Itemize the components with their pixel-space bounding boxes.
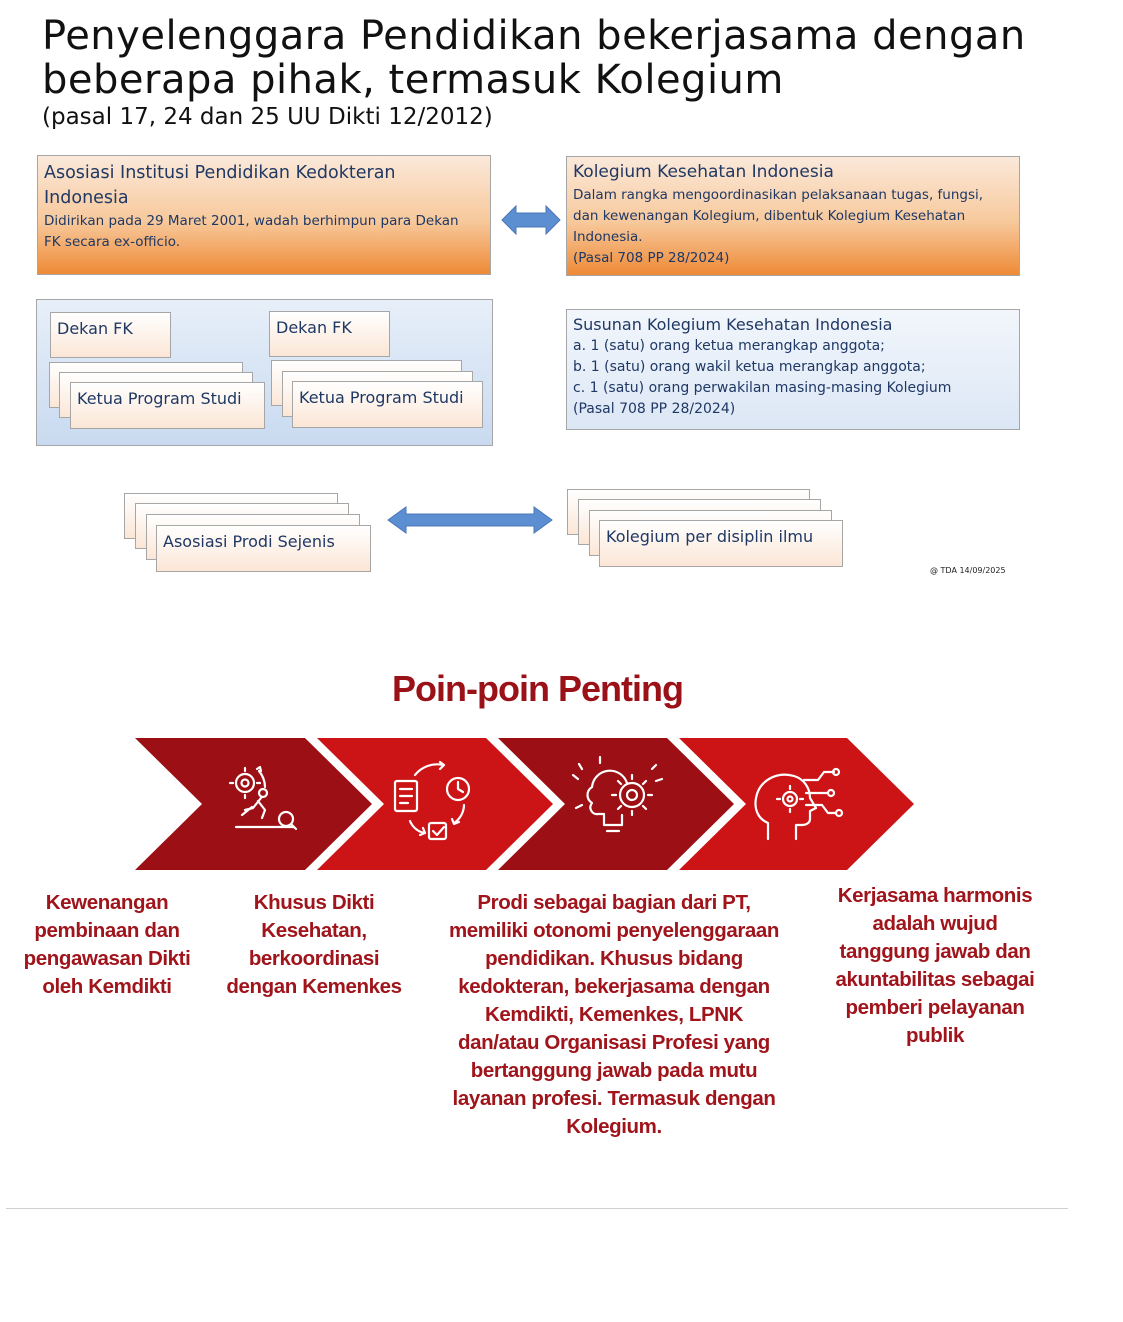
point-4-line: akuntabilitas sebagai xyxy=(835,968,1035,991)
kki-desc-3: Indonesia. xyxy=(573,229,643,245)
chevron-4 xyxy=(679,738,914,870)
point-2-line: Kesehatan, xyxy=(261,919,367,942)
credit-text: @ TDA 14/09/2025 xyxy=(930,566,1006,575)
point-1-text: Kewenangan pembinaan dan pengawasan Dikt… xyxy=(4,889,210,1001)
kki-ref: (Pasal 708 PP 28/2024) xyxy=(573,250,730,266)
aipki-title-1: Asosiasi Institusi Pendidikan Kedokteran xyxy=(44,163,396,183)
workflow-cycle-icon xyxy=(393,760,471,841)
point-2-text: Khusus Dikti Kesehatan, berkoordinasi de… xyxy=(210,889,418,1001)
point-3-line: memiliki otonomi penyelenggaraan xyxy=(448,919,780,942)
double-arrow-bottom xyxy=(387,506,553,534)
chevron-3 xyxy=(498,738,734,870)
chevron-2 xyxy=(317,738,553,870)
susunan-box: Susunan Kolegium Kesehatan Indonesia a. … xyxy=(566,309,1020,430)
point-2-line: Khusus Dikti xyxy=(253,891,375,914)
dekan-fk-right: Dekan FK xyxy=(269,311,390,357)
kaprodi-right: Ketua Program Studi xyxy=(292,381,483,428)
point-4-line: publik xyxy=(906,1024,964,1047)
point-4-line: pemberi pelayanan xyxy=(845,996,1025,1019)
point-1-line: pengawasan Dikti xyxy=(23,947,191,970)
susunan-ref: (Pasal 708 PP 28/2024) xyxy=(573,401,736,417)
aipki-box: Asosiasi Institusi Pendidikan Kedokteran… xyxy=(37,155,491,275)
point-3-text: Prodi sebagai bagian dari PT, memiliki o… xyxy=(420,889,808,1141)
double-arrow-top xyxy=(501,204,561,236)
point-4-text: Kerjasama harmonis adalah wujud tanggung… xyxy=(818,882,1052,1050)
aipki-title-2: Indonesia xyxy=(44,188,129,208)
point-4-line: tanggung jawab dan xyxy=(839,940,1031,963)
aipki-desc-1: Didirikan pada 29 Maret 2001, wadah berh… xyxy=(44,213,459,229)
kaprodi-left: Ketua Program Studi xyxy=(70,382,265,429)
dekan-fk-left: Dekan FK xyxy=(50,312,171,358)
asosiasi-prodi-box: Asosiasi Prodi Sejenis xyxy=(156,525,371,572)
point-3-line: Prodi sebagai bagian dari PT, xyxy=(477,891,751,914)
page-subtitle: (pasal 17, 24 dan 25 UU Dikti 12/2012) xyxy=(42,104,493,130)
kki-desc-2: dan kewenangan Kolegium, dibentuk Kolegi… xyxy=(573,208,966,224)
kolegium-disiplin-box: Kolegium per disiplin ilmu xyxy=(599,520,843,567)
kki-desc-1: Dalam rangka mengoordinasikan pelaksanaa… xyxy=(573,187,984,203)
mind-network-icon xyxy=(754,767,844,841)
point-3-line: kedokteran, bekerjasama dengan xyxy=(458,975,770,998)
point-4-line: adalah wujud xyxy=(872,912,998,935)
chevron-1 xyxy=(135,738,372,870)
point-1-line: pembinaan dan xyxy=(34,919,180,942)
susunan-item-b: b. 1 (satu) orang wakil ketua merangkap … xyxy=(573,359,926,375)
innovation-bulb-icon xyxy=(571,755,664,833)
susunan-title: Susunan Kolegium Kesehatan Indonesia xyxy=(573,315,893,334)
aipki-desc-2: FK secara ex-officio. xyxy=(44,234,181,250)
point-1-line: oleh Kemdikti xyxy=(42,975,172,998)
point-3-line: bertanggung jawab pada mutu xyxy=(470,1059,758,1082)
title-line-1: Penyelenggara Pendidikan bekerjasama den… xyxy=(42,13,1026,59)
point-3-line: layanan profesi. Termasuk dengan xyxy=(452,1087,776,1110)
growth-challenge-icon xyxy=(228,765,298,831)
point-3-line: Kolegium. xyxy=(566,1115,662,1138)
page-title: Penyelenggara Pendidikan bekerjasama den… xyxy=(42,14,1026,102)
divider-line xyxy=(6,1208,1068,1209)
susunan-item-c: c. 1 (satu) orang perwakilan masing-masi… xyxy=(573,380,952,396)
point-2-line: dengan Kemenkes xyxy=(226,975,402,998)
point-3-line: dan/atau Organisasi Profesi yang xyxy=(458,1031,770,1054)
point-3-line: pendidikan. Khusus bidang xyxy=(485,947,743,970)
points-title: Poin-poin Penting xyxy=(392,668,684,709)
kki-title: Kolegium Kesehatan Indonesia xyxy=(573,162,834,182)
susunan-item-a: a. 1 (satu) orang ketua merangkap anggot… xyxy=(573,338,885,354)
point-4-line: Kerjasama harmonis xyxy=(837,884,1033,907)
point-3-line: Kemdikti, Kemenkes, LPNK xyxy=(484,1003,744,1026)
chevron-process-bar xyxy=(135,738,914,870)
point-1-line: Kewenangan xyxy=(45,891,169,914)
kki-box: Kolegium Kesehatan Indonesia Dalam rangk… xyxy=(566,156,1020,276)
point-2-line: berkoordinasi xyxy=(248,947,380,970)
title-line-2: beberapa pihak, termasuk Kolegium xyxy=(42,57,784,103)
